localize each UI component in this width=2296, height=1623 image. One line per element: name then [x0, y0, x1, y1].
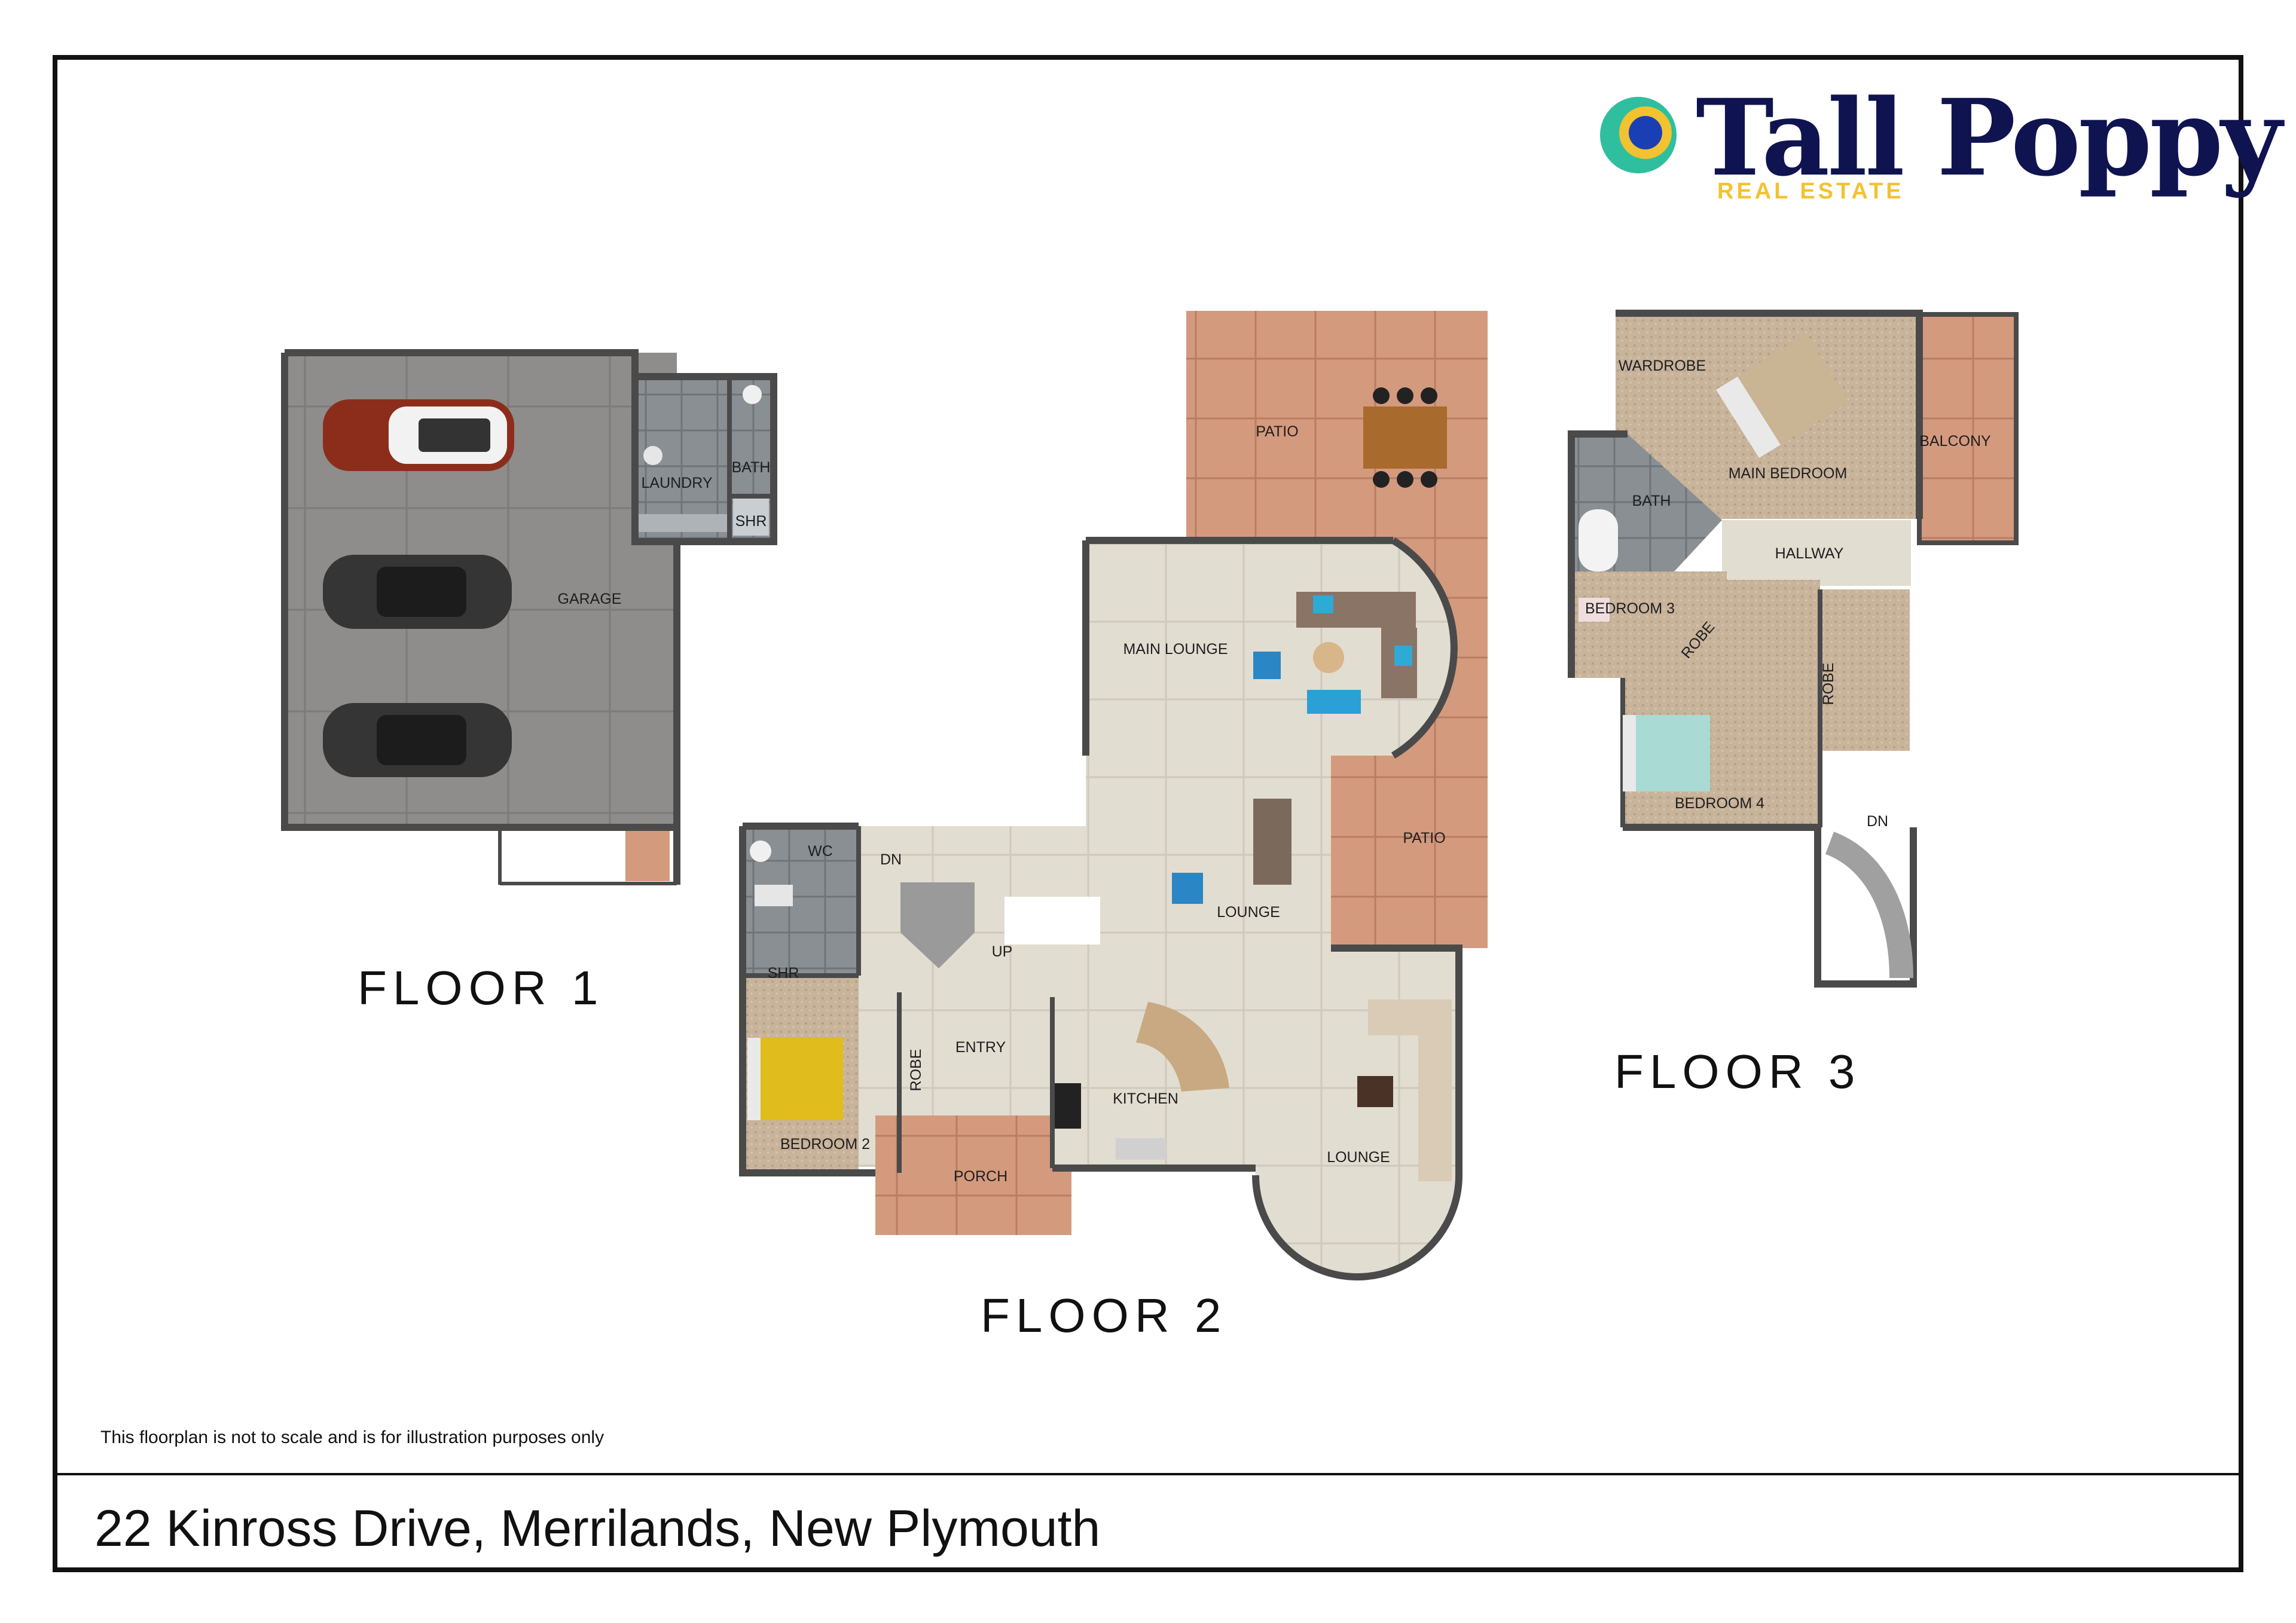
basin-icon [643, 446, 662, 465]
room-label-patio-top: PATIO [1256, 423, 1298, 440]
bed-icon [757, 1038, 843, 1120]
room-label-robe: ROBE [908, 1049, 924, 1092]
sofa-icon [1253, 799, 1292, 885]
kitchen-island-icon [1136, 1002, 1229, 1092]
brand-subtitle: REAL ESTATE [1717, 179, 1904, 204]
room-label-bedroom-4: BEDROOM 4 [1675, 795, 1764, 812]
floor-1-plan: GARAGE LAUNDRY BATH SHR FLOOR 1 [281, 349, 777, 1014]
room-label-lounge-mid: LOUNGE [1217, 904, 1280, 921]
room-label-balcony: BALCONY [1919, 433, 1991, 450]
stove-icon [1055, 1083, 1081, 1129]
car-convertible-icon [323, 555, 512, 629]
room-label-robe-vertical: ROBE [1820, 663, 1837, 705]
brand-logo: Tall Poppy REAL ESTATE [1600, 76, 2287, 204]
vanity-icon [1578, 598, 1610, 622]
page-frame [53, 55, 2243, 1572]
vanity-icon [755, 885, 793, 906]
bed-icon [1716, 334, 1849, 458]
car-suv-icon [323, 399, 514, 471]
dining-table-icon [1363, 387, 1447, 488]
room-label-shr: SHR [768, 965, 799, 982]
sink-icon [1116, 1138, 1166, 1160]
armchair-icon [1253, 652, 1281, 679]
staircase-icon [1825, 832, 1913, 979]
toilet-icon [743, 385, 762, 404]
room-label-garage: GARAGE [558, 591, 622, 607]
room-label-up: UP [992, 943, 1013, 960]
coffee-table-icon [1313, 642, 1344, 673]
room-label-bath: BATH [732, 459, 771, 476]
room-label-wc: WC [808, 843, 833, 860]
sectional-sofa-icon [1418, 1016, 1452, 1181]
room-label-shr: SHR [735, 513, 767, 530]
floor-2-title: FLOOR 2 [981, 1289, 1227, 1342]
room-label-kitchen: KITCHEN [1113, 1090, 1178, 1107]
floor-3-title: FLOOR 3 [1614, 1045, 1861, 1098]
room-label-wardrobe: WARDROBE [1619, 357, 1706, 374]
room-label-patio-right: PATIO [1403, 830, 1445, 846]
bed-icon [1632, 715, 1710, 791]
floor-3-plan: WARDROBE MAIN BEDROOM BALCONY BATH HALLW… [1568, 310, 2019, 1098]
room-label-bedroom-2: BEDROOM 2 [780, 1136, 870, 1153]
armchair-icon [1307, 690, 1361, 714]
room-label-lounge-bottom: LOUNGE [1327, 1149, 1390, 1166]
brand-name: Tall Poppy [1696, 76, 2285, 200]
room-label-main-lounge: MAIN LOUNGE [1123, 641, 1228, 658]
room-label-dn: DN [1867, 813, 1888, 830]
room-label-dn: DN [880, 851, 902, 868]
property-address: 22 Kinross Drive, Merrilands, New Plymou… [94, 1500, 1100, 1557]
armchair-icon [1172, 873, 1203, 904]
floor-1-title: FLOOR 1 [358, 961, 604, 1014]
tv-unit-icon [1357, 1076, 1393, 1107]
bathtub-icon [1578, 509, 1618, 571]
room-label-porch: PORCH [954, 1168, 1007, 1185]
sofa-icon [1296, 592, 1417, 698]
room-label-hallway: HALLWAY [1775, 545, 1844, 562]
room-label-bath: BATH [1632, 493, 1671, 509]
room-label-entry: ENTRY [955, 1039, 1006, 1056]
room-label-laundry: LAUNDRY [641, 475, 712, 491]
car-convertible-icon [323, 703, 512, 777]
floor-2-plan: PATIO MAIN LOUNGE PATIO LOUNGE WC DN SHR… [739, 311, 1488, 1342]
room-label-bedroom-3: BEDROOM 3 [1585, 600, 1675, 617]
room-label-main-bedroom: MAIN BEDROOM [1729, 465, 1848, 482]
disclaimer-text: This floorplan is not to scale and is fo… [100, 1428, 604, 1447]
toilet-icon [750, 840, 771, 862]
